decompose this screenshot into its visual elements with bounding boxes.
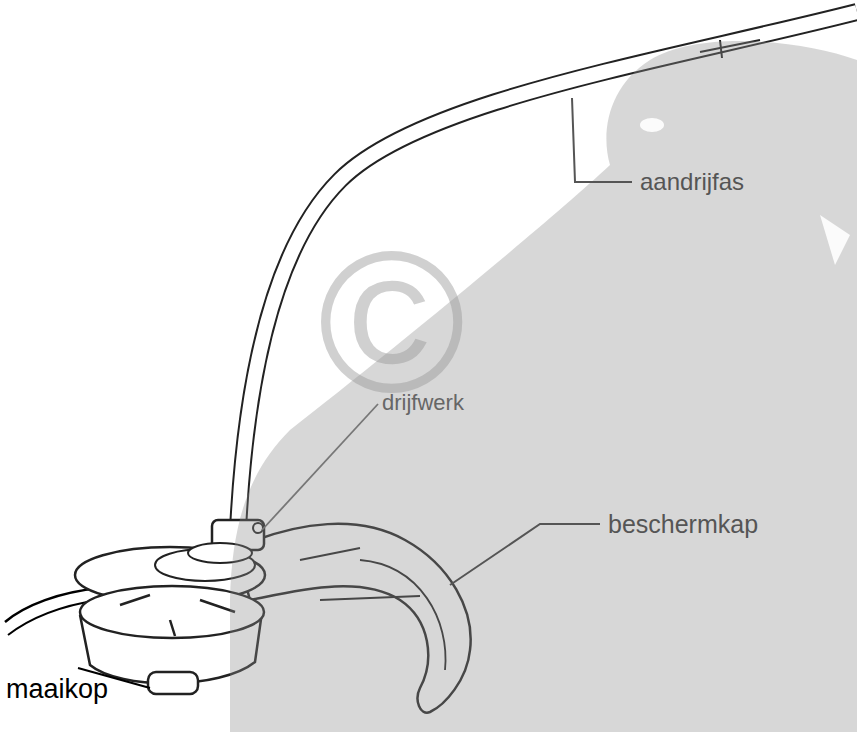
watermark-eye [820, 215, 850, 265]
leader-line [572, 98, 632, 182]
part-label: maaikop [6, 676, 108, 703]
part-label: beschermkap [608, 512, 758, 537]
watermark-silhouette [230, 41, 857, 732]
copyright-watermark: © [318, 222, 465, 422]
leader-line [262, 404, 378, 530]
watermark-eye [640, 118, 664, 132]
spool-knob [148, 672, 198, 694]
part-label: aandrijfas [640, 170, 744, 194]
disc-spokes [120, 595, 235, 636]
leader-line [450, 524, 600, 585]
